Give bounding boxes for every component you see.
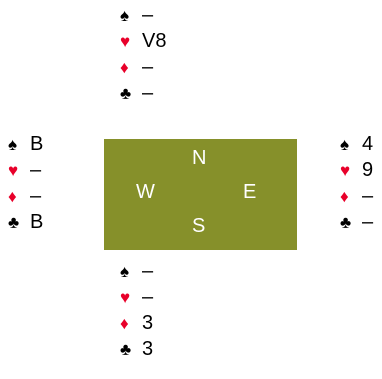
north-spades-row: ♠– <box>120 2 166 28</box>
north-hand: ♠– ♥V8 ♦– ♣– <box>120 2 166 106</box>
north-clubs-cards: – <box>142 82 154 104</box>
heart-icon: ♥ <box>8 161 19 180</box>
north-diamonds-cards: – <box>142 56 154 78</box>
heart-icon: ♥ <box>340 161 351 180</box>
west-spades-cards: B <box>30 133 44 155</box>
east-hand: ♠4 ♥9 ♦– ♣– <box>340 131 373 235</box>
north-clubs-row: ♣– <box>120 80 166 106</box>
east-spades-cards: 4 <box>362 133 374 155</box>
north-hearts-cards: V8 <box>142 30 167 52</box>
south-hearts-cards: – <box>142 286 154 308</box>
east-clubs-row: ♣– <box>340 209 373 235</box>
east-diamonds-cards: – <box>362 185 374 207</box>
west-spades-row: ♠B <box>8 131 43 157</box>
east-hearts-cards: 9 <box>362 159 374 181</box>
compass-east-label: E <box>243 181 257 203</box>
spade-icon: ♠ <box>120 262 130 281</box>
east-diamonds-row: ♦– <box>340 183 373 209</box>
spade-icon: ♠ <box>8 135 18 154</box>
east-clubs-cards: – <box>362 211 374 233</box>
club-icon: ♣ <box>340 213 352 232</box>
west-diamonds-cards: – <box>30 185 42 207</box>
north-hearts-row: ♥ V8 <box>120 28 166 54</box>
south-spades-cards: – <box>142 260 154 282</box>
compass-south-label: S <box>192 215 206 237</box>
club-icon: ♣ <box>120 340 132 359</box>
compass-north-label: N <box>192 147 207 169</box>
west-hand: ♠B ♥– ♦– ♣B <box>8 131 43 235</box>
south-hearts-row: ♥– <box>120 284 153 310</box>
west-clubs-cards: B <box>30 211 44 233</box>
club-icon: ♣ <box>8 213 20 232</box>
south-clubs-cards: 3 <box>142 338 154 360</box>
north-diamonds-row: ♦– <box>120 54 166 80</box>
diamond-icon: ♦ <box>8 187 17 206</box>
south-spades-row: ♠– <box>120 258 153 284</box>
east-hearts-row: ♥9 <box>340 157 373 183</box>
compass-west-label: W <box>136 181 155 203</box>
west-diamonds-row: ♦– <box>8 183 43 209</box>
club-icon: ♣ <box>120 84 132 103</box>
west-hearts-row: ♥– <box>8 157 43 183</box>
bridge-table: N W E S <box>104 139 297 250</box>
west-clubs-row: ♣B <box>8 209 43 235</box>
south-diamonds-row: ♦3 <box>120 310 153 336</box>
south-hand: ♠– ♥– ♦3 ♣3 <box>120 258 153 362</box>
diamond-icon: ♦ <box>120 314 129 333</box>
south-diamonds-cards: 3 <box>142 312 154 334</box>
diamond-icon: ♦ <box>340 187 349 206</box>
east-spades-row: ♠4 <box>340 131 373 157</box>
north-spades-cards: – <box>142 4 154 26</box>
heart-icon: ♥ <box>120 288 131 307</box>
south-clubs-row: ♣3 <box>120 336 153 362</box>
spade-icon: ♠ <box>120 6 130 25</box>
diamond-icon: ♦ <box>120 58 129 77</box>
west-hearts-cards: – <box>30 159 42 181</box>
heart-icon: ♥ <box>120 32 131 51</box>
spade-icon: ♠ <box>340 135 350 154</box>
